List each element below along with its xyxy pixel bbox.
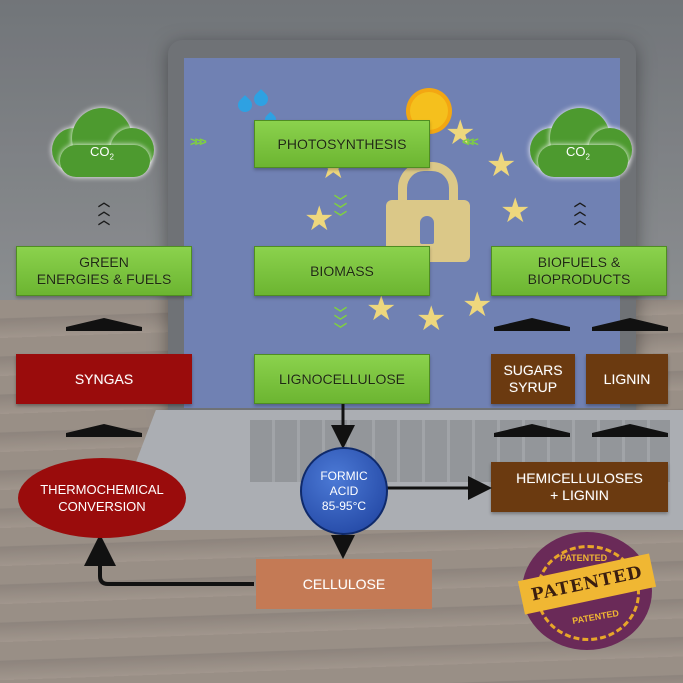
thermochemical-conversion-node: THERMOCHEMICAL CONVERSION xyxy=(18,458,186,538)
formic-acid-label: FORMIC ACID 85-95°C xyxy=(320,469,367,514)
formic-acid-node: FORMIC ACID 85-95°C xyxy=(300,447,388,535)
seal-arc-top: PATENTED xyxy=(560,553,607,563)
cellulose-box: CELLULOSE xyxy=(256,559,432,609)
thermochemical-label: THERMOCHEMICAL CONVERSION xyxy=(40,481,164,515)
